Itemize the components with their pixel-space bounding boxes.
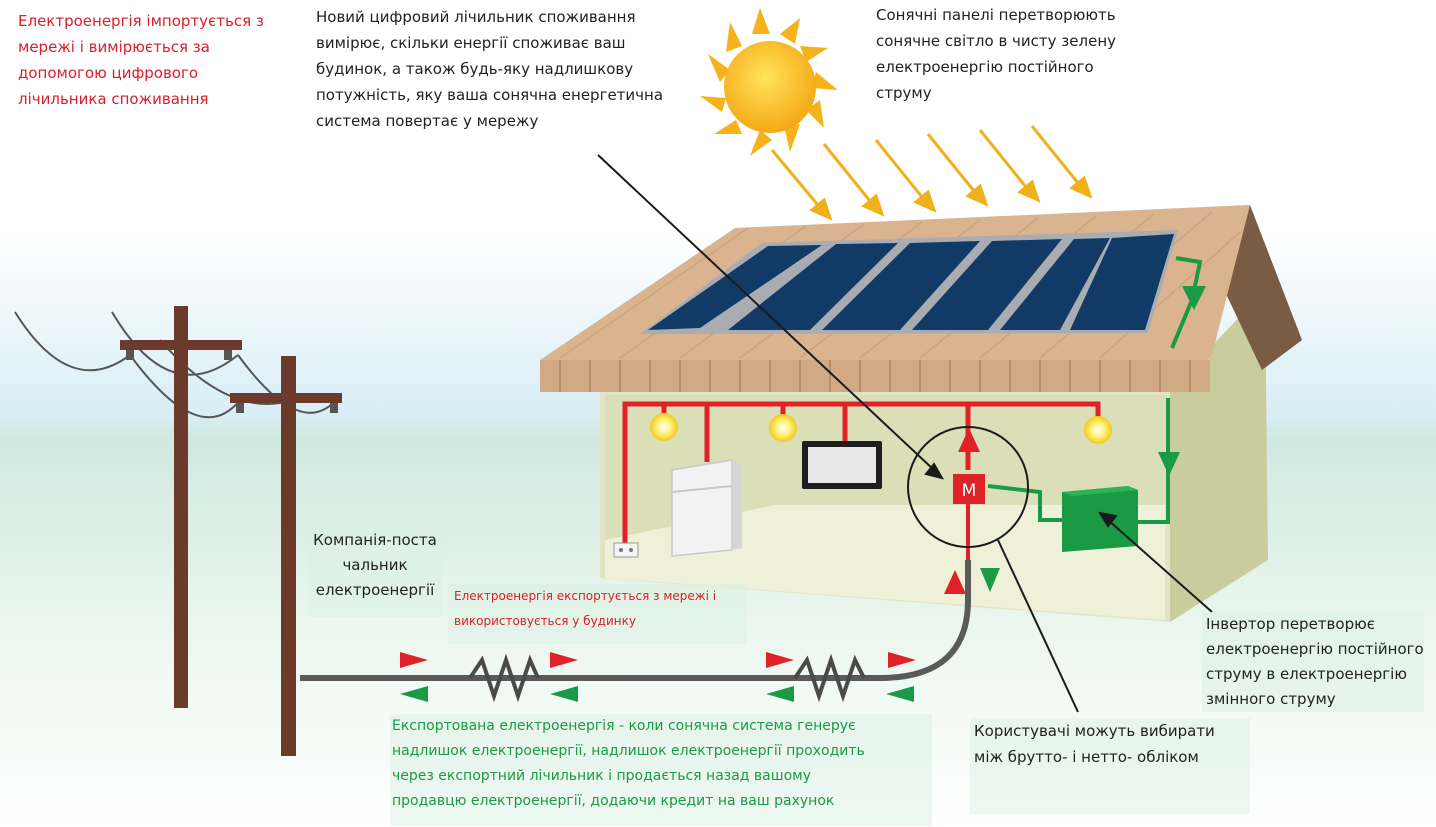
export-arrow-down xyxy=(980,568,1000,592)
light-bulb-icon xyxy=(650,413,1112,444)
dc-wiring xyxy=(987,256,1203,524)
meter-symbol: M xyxy=(962,481,977,501)
grid-import-label: Електроенергія імпортується з мережі і в… xyxy=(18,12,264,108)
inverter-icon xyxy=(1062,486,1138,552)
house-wiring xyxy=(622,401,1101,545)
sunlight-arrows xyxy=(770,125,1093,221)
dc-flow-arrows xyxy=(1158,286,1206,476)
meter-description-label: Новий цифровий лічильник споживання вимі… xyxy=(316,8,664,130)
sun-icon xyxy=(700,8,838,156)
socket-icon xyxy=(613,542,639,558)
resistor-icon xyxy=(468,653,866,703)
meter-icon: M xyxy=(953,474,985,504)
utility-company-label: Компанія-поста чальник електроенергії xyxy=(308,528,442,617)
import-up-arrow xyxy=(958,428,980,452)
fridge-icon xyxy=(671,459,742,557)
service-cable xyxy=(300,560,971,681)
leader-lines xyxy=(597,154,1213,713)
inverter-description-label: Інвертор перетворює електроенергію пості… xyxy=(1202,612,1424,712)
power-pole-icon xyxy=(14,306,342,756)
solar-panel-icon xyxy=(640,230,1178,334)
grid-export-used-label: Електроенергія експортується з мережі і … xyxy=(448,584,746,644)
tv-icon xyxy=(802,441,882,489)
meter-highlight-circle xyxy=(907,426,1029,548)
billing-options-label: Користувачі можуть вибирати між брутто- … xyxy=(970,718,1250,814)
export-description-label: Експортована електроенергія - коли соняч… xyxy=(390,714,932,826)
export-flow-arrows xyxy=(400,686,914,702)
import-arrow-up xyxy=(944,570,966,594)
house xyxy=(600,290,1268,622)
solar-panel-description-label: Сонячні панелі перетворюють сонячне світ… xyxy=(876,6,1116,102)
import-flow-arrows xyxy=(400,652,916,668)
